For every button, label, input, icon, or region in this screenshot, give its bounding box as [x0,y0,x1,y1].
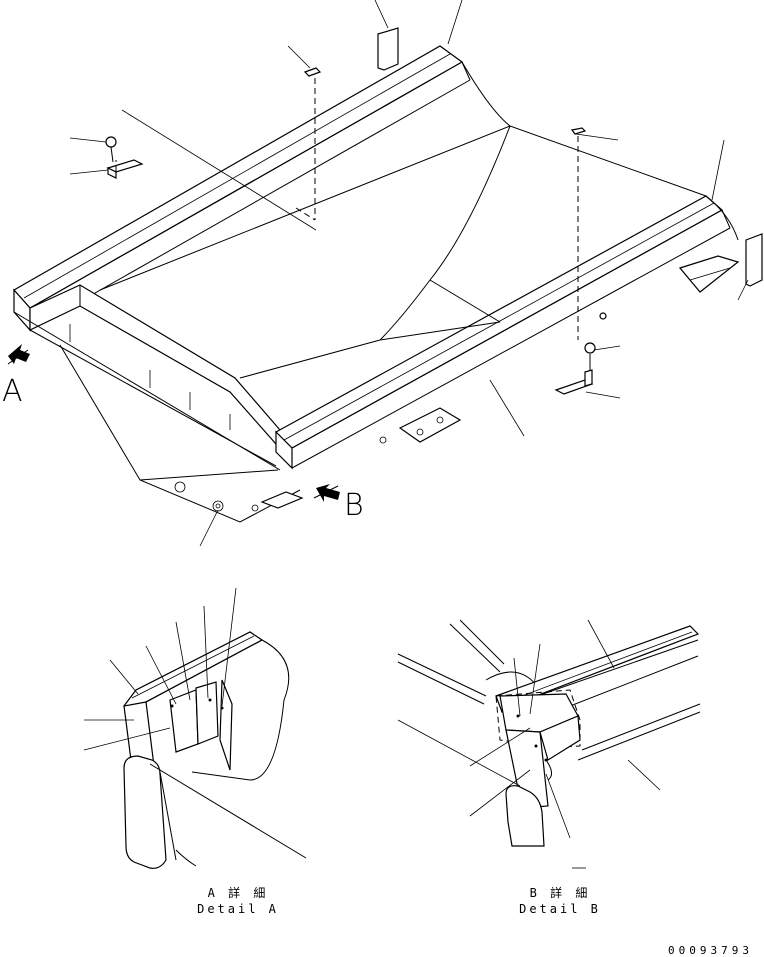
detail-a-caption-jp: A 詳 細 [207,886,269,900]
bottom-bracket [260,491,304,509]
front-lip [29,284,281,446]
detail-b-drawing [397,619,701,869]
detail-a-gusset [169,689,199,753]
plate-part-1 [303,67,322,77]
view-arrow-b [313,484,340,502]
view-label-b: B [344,488,364,523]
detail-b-gusset [539,715,581,761]
bolt-1 [105,136,117,148]
view-label-a: A [2,374,23,409]
dump-body [13,45,740,523]
cover-plate-2 [745,233,763,287]
detail-a-caption-en: Detail A [197,902,279,916]
loose-parts [105,27,763,395]
plate-part-2 [570,127,587,135]
detail-a-drawing [83,587,307,869]
detail-b-rail-top [495,625,700,713]
detail-b-caption-en: Detail B [519,902,601,916]
detail-b-caption-jp: B 詳 細 [529,886,591,900]
bolt-2 [584,342,596,354]
detail-b-end-cover [505,785,545,847]
cover-plate-1 [377,27,399,71]
detail-a-stiffener [219,679,233,771]
drawing-code: 00093793 [668,944,753,957]
detail-a-end-cover [123,755,167,869]
view-arrow-a [7,344,30,365]
detail-b-stiffener [505,729,549,809]
leader-lines [69,0,749,547]
underside-mount [398,407,462,443]
